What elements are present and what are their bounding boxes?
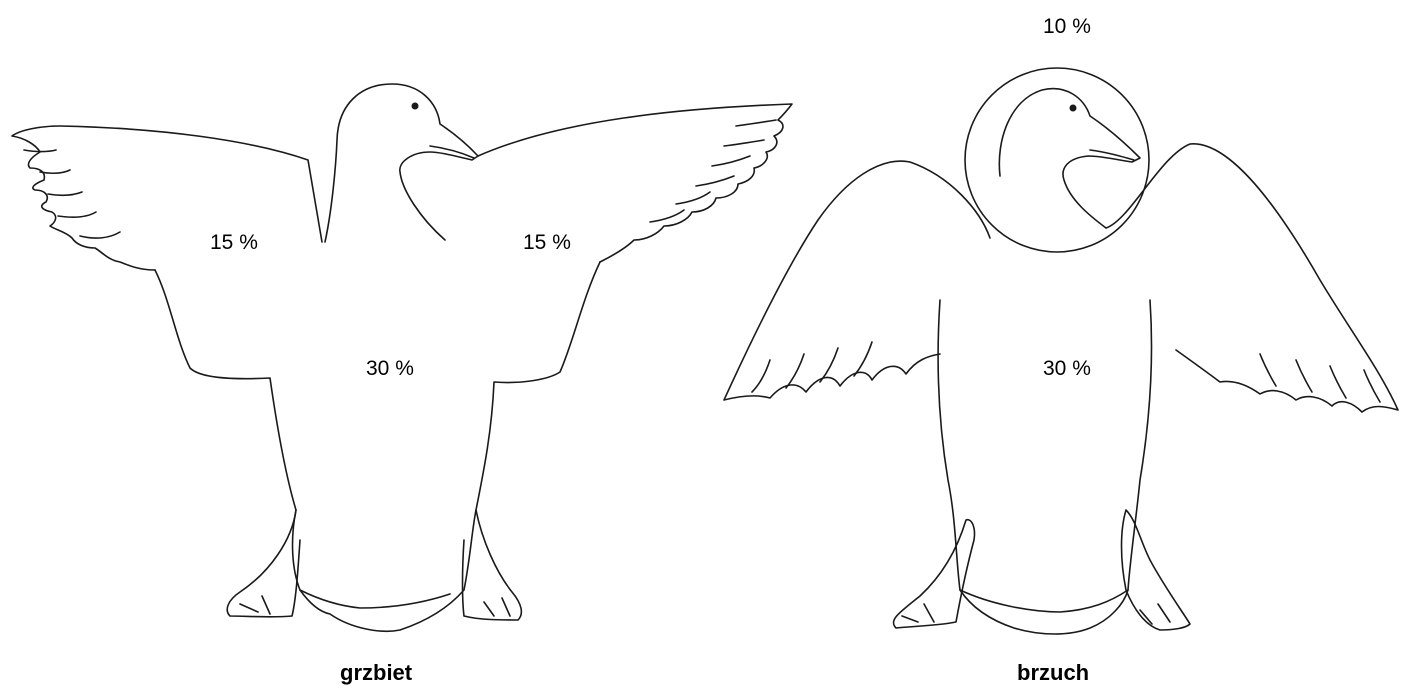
belly-duck-left-foot	[893, 520, 974, 628]
back-duck-left-wing	[12, 126, 322, 270]
back-left-wing-percentage: 15 %	[210, 231, 258, 255]
belly-duck-right-wing	[1106, 144, 1398, 412]
belly-duck-head	[999, 89, 1140, 228]
belly-body-percentage: 30 %	[1043, 357, 1091, 381]
belly-duck-right-foot	[1122, 510, 1191, 630]
back-view-caption: grzbiet	[340, 660, 412, 686]
belly-duck-left-wing	[724, 161, 990, 400]
belly-view-caption: brzuch	[1017, 660, 1089, 686]
belly-head-percentage: 10 %	[1043, 15, 1091, 39]
back-duck-head	[325, 84, 478, 242]
belly-duck-body	[938, 300, 1151, 634]
back-right-wing-percentage: 15 %	[523, 231, 571, 255]
belly-view-duck	[724, 68, 1398, 634]
back-duck-right-foot	[463, 510, 522, 620]
back-body-percentage: 30 %	[366, 357, 414, 381]
back-duck-body	[155, 262, 600, 631]
